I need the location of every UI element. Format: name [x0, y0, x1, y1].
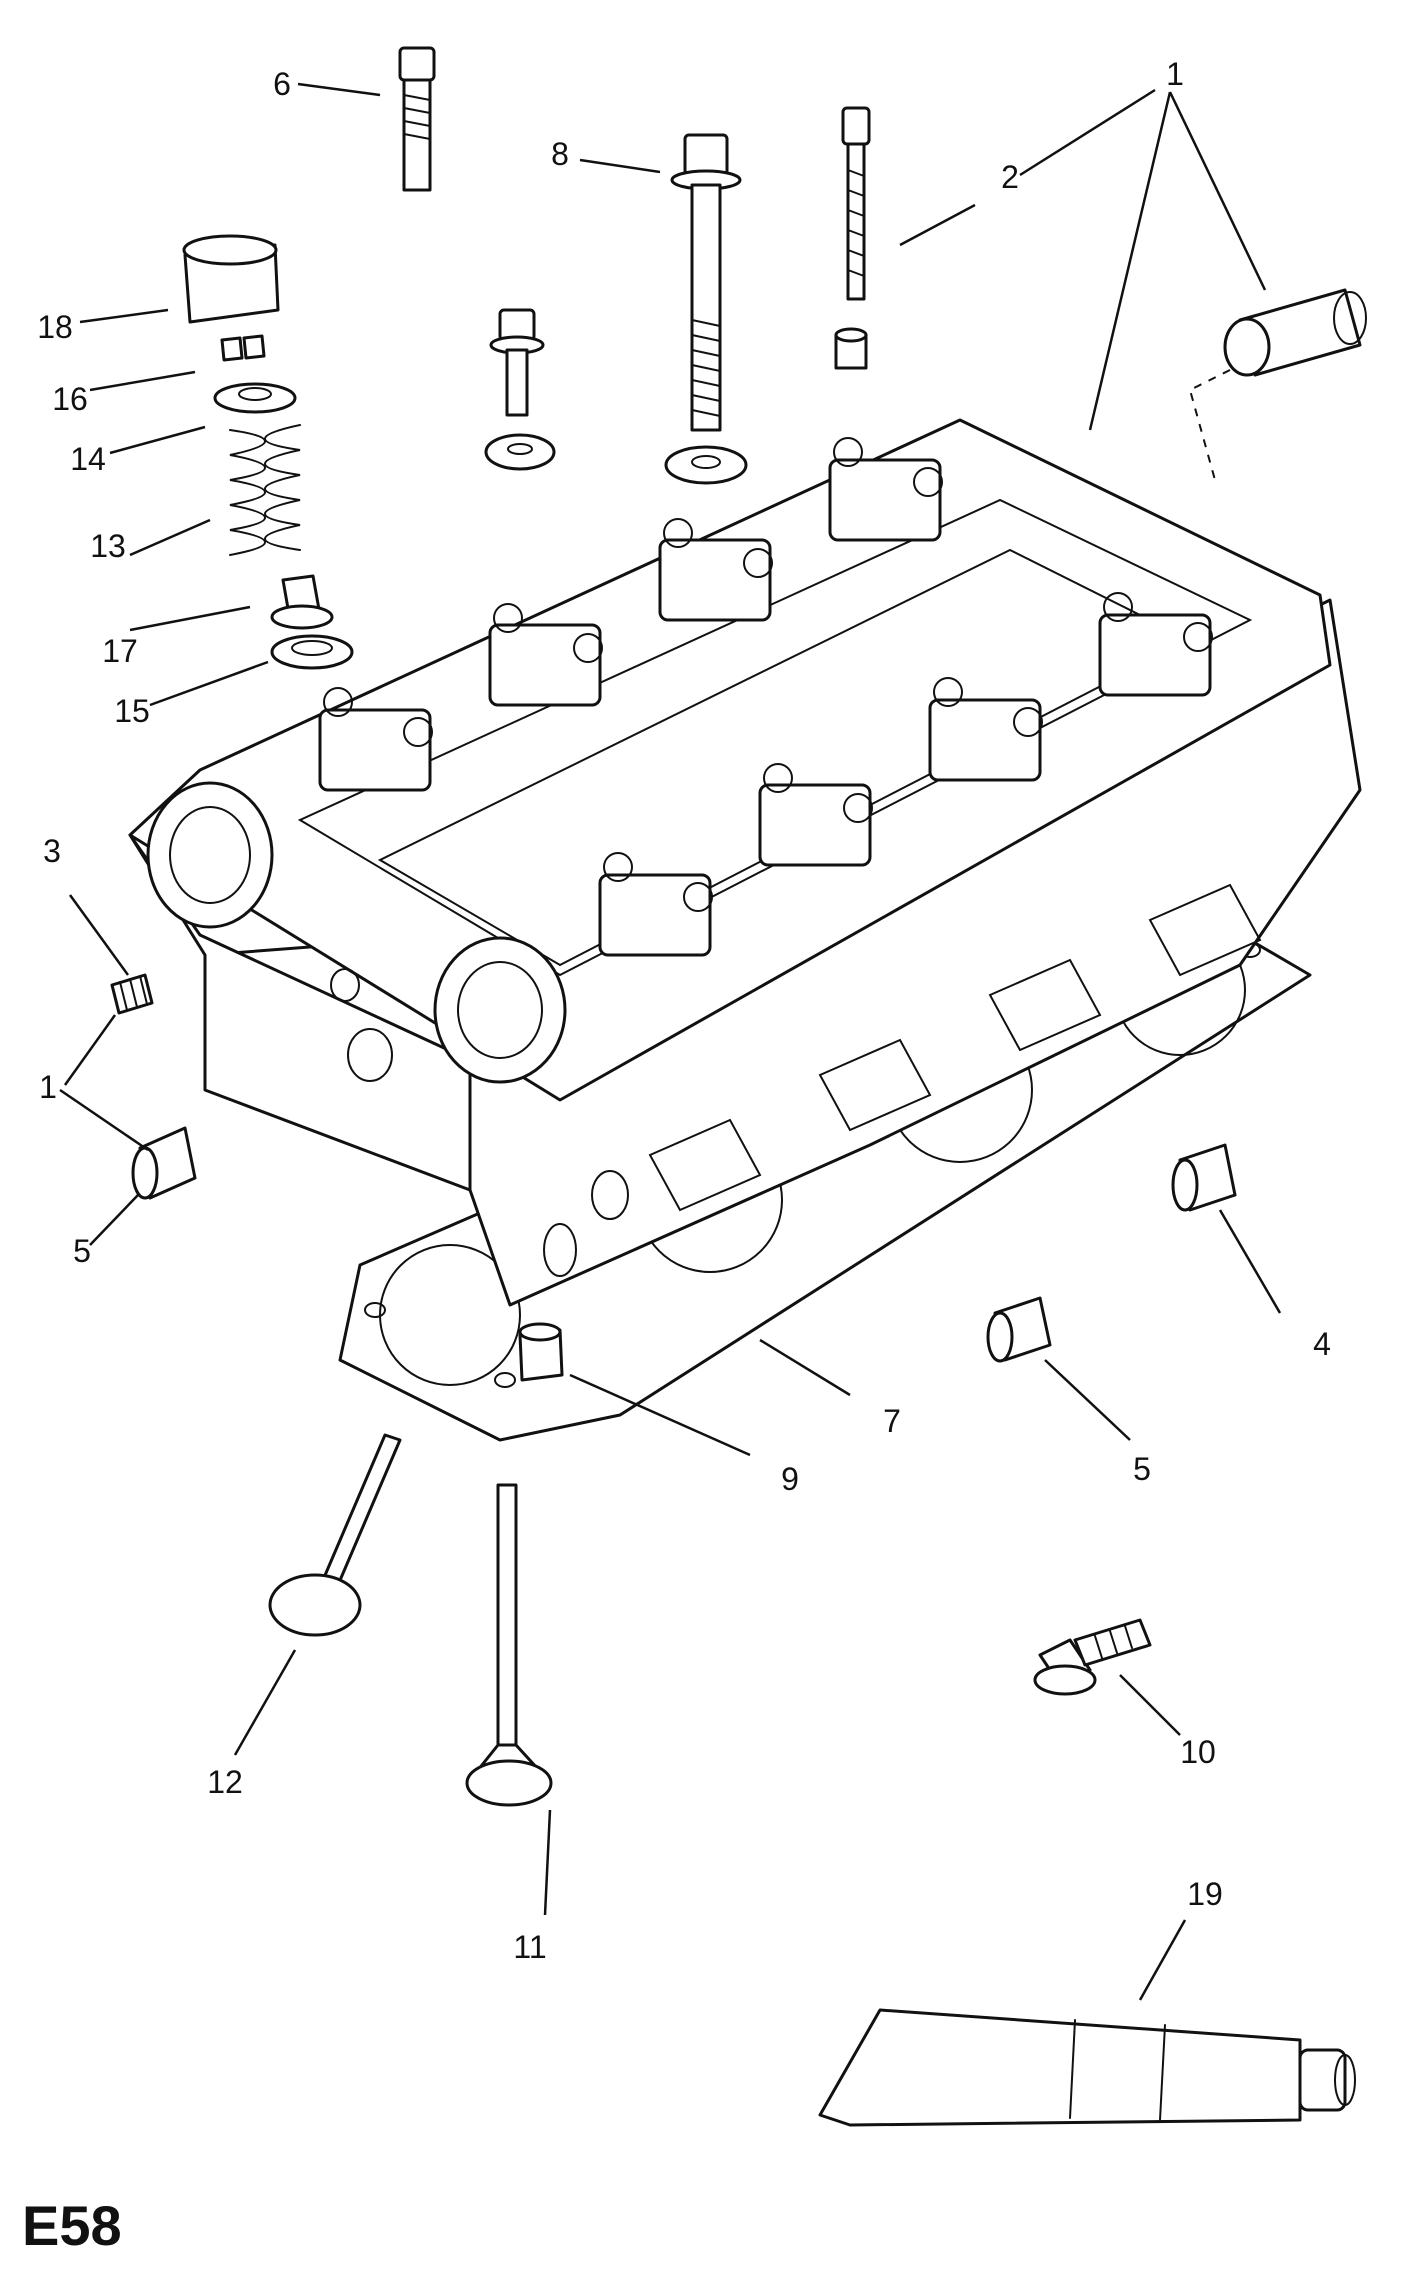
callout-16: 16	[52, 381, 88, 417]
callout-1-left: 1	[39, 1069, 57, 1105]
callout-9: 9	[781, 1461, 799, 1497]
core-plug-5-right	[986, 1296, 1052, 1363]
callout-12: 12	[207, 1764, 243, 1800]
callout-2: 2	[1001, 159, 1019, 195]
callout-8: 8	[551, 136, 569, 172]
callout-4: 4	[1313, 1326, 1331, 1362]
head-bolt-8	[670, 133, 742, 432]
callout-15: 15	[114, 693, 150, 729]
callout-3: 3	[43, 833, 61, 869]
dowel-sleeve-9	[518, 1322, 564, 1382]
figure-code: E58	[22, 2194, 122, 2257]
valve-stem-seal-17	[270, 574, 334, 630]
callout-11: 11	[513, 1929, 546, 1965]
callout-labels: 6 8 1 2 18 16 14 13 17 15 3 1 5 4 5 7 9 …	[37, 56, 1331, 1965]
callout-17: 17	[102, 633, 138, 669]
sleeve-2	[834, 327, 868, 370]
core-plug-5-left	[131, 1126, 197, 1200]
callout-18: 18	[37, 309, 73, 345]
washer-short-bolt	[484, 433, 556, 471]
callout-1-top: 1	[1166, 56, 1184, 92]
short-bolt	[489, 308, 545, 417]
callout-14: 14	[70, 441, 106, 477]
bearing-sleeve-1	[1223, 288, 1367, 377]
flange-bolt-10	[1033, 1618, 1152, 1696]
cylinder-head	[128, 418, 1362, 1307]
tappet-18	[182, 234, 280, 324]
callout-5-left: 5	[73, 1233, 91, 1269]
callout-6: 6	[273, 66, 291, 102]
callout-5-right: 5	[1133, 1451, 1151, 1487]
washer-8	[664, 445, 748, 485]
valve-spring-13	[229, 424, 301, 556]
valve-12	[268, 1433, 402, 1637]
threaded-plug-3	[110, 973, 154, 1015]
callout-19: 19	[1187, 1876, 1223, 1912]
sealant-tube-19	[818, 2008, 1356, 2127]
callout-13: 13	[90, 528, 126, 564]
spring-retainer-14	[213, 382, 297, 414]
callout-10: 10	[1180, 1734, 1216, 1770]
valve-keepers-16	[220, 334, 266, 362]
core-plug-4	[1171, 1143, 1237, 1212]
valve-11	[465, 1483, 553, 1807]
leader-lines	[59, 82, 1282, 2001]
callout-7: 7	[883, 1403, 901, 1439]
spline-head-bolt-6	[398, 46, 436, 192]
spring-seat-15	[270, 634, 354, 670]
stud-2	[841, 106, 871, 301]
